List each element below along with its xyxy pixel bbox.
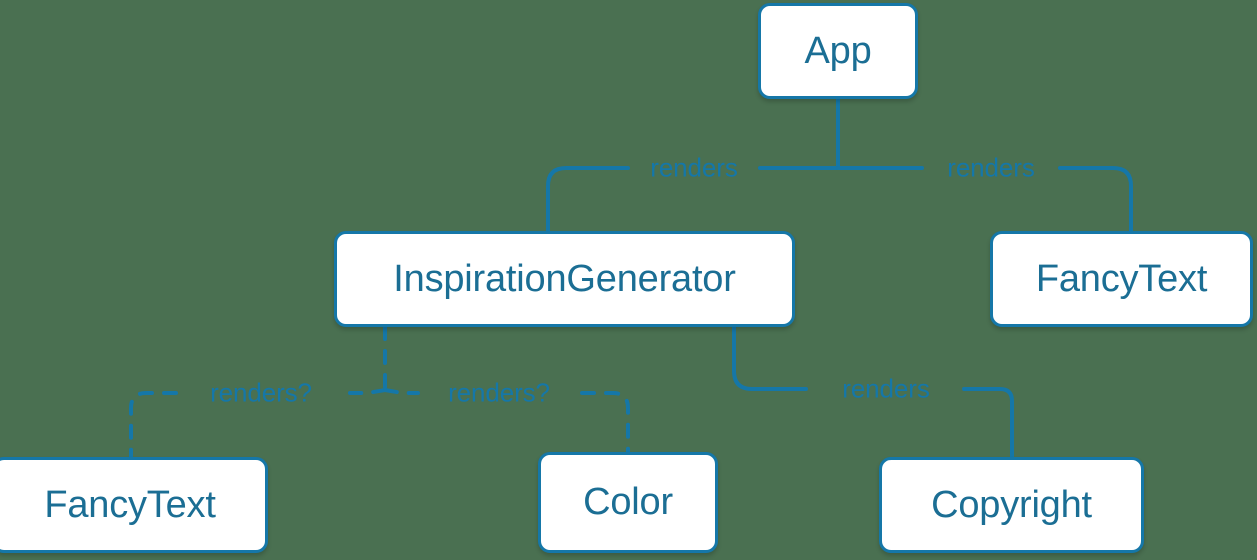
node-fancytext-right-label: FancyText [1035, 257, 1208, 300]
edge-label-inspiration-generator-to-color: renders? [448, 377, 550, 408]
edge-inspiration-generator-to-fancytext-left [348, 388, 387, 395]
edge-label-inspiration-generator-to-fancytext-left: renders? [210, 377, 312, 408]
edge-label-app-to-inspiration-generator: renders [650, 152, 738, 183]
edge-inspiration-generator-to-copyright-head [732, 325, 808, 391]
edge-inspiration-generator-to-color-tail [580, 391, 630, 454]
node-app[interactable]: App [758, 3, 918, 99]
edge-label-app-to-fancytext-right: renders [947, 152, 1035, 183]
node-copyright-label: Copyright [931, 483, 1092, 526]
edge-inspiration-generator-to-color [383, 388, 420, 395]
edge-app-to-fancytext-right-tail [1058, 166, 1133, 233]
edge-label-inspiration-generator-to-copyright: renders [842, 373, 930, 404]
node-color-label: Color [583, 481, 673, 523]
node-color[interactable]: Color [538, 452, 718, 553]
node-fancytext-left[interactable]: FancyText [0, 457, 268, 553]
node-fancytext-left-label: FancyText [44, 483, 216, 526]
node-copyright[interactable]: Copyright [879, 457, 1144, 553]
edge-app-to-inspiration-generator-tail [546, 166, 630, 233]
node-inspiration-generator-label: InspirationGenerator [393, 257, 736, 300]
node-app-label: App [804, 29, 872, 72]
node-inspiration-generator[interactable]: InspirationGenerator [334, 231, 795, 327]
edge-inspiration-generator-to-copyright-tail [962, 387, 1014, 459]
edge-inspiration-generator-to-fancytext-left-tail [129, 391, 178, 459]
node-fancytext-right[interactable]: FancyText [990, 231, 1253, 327]
